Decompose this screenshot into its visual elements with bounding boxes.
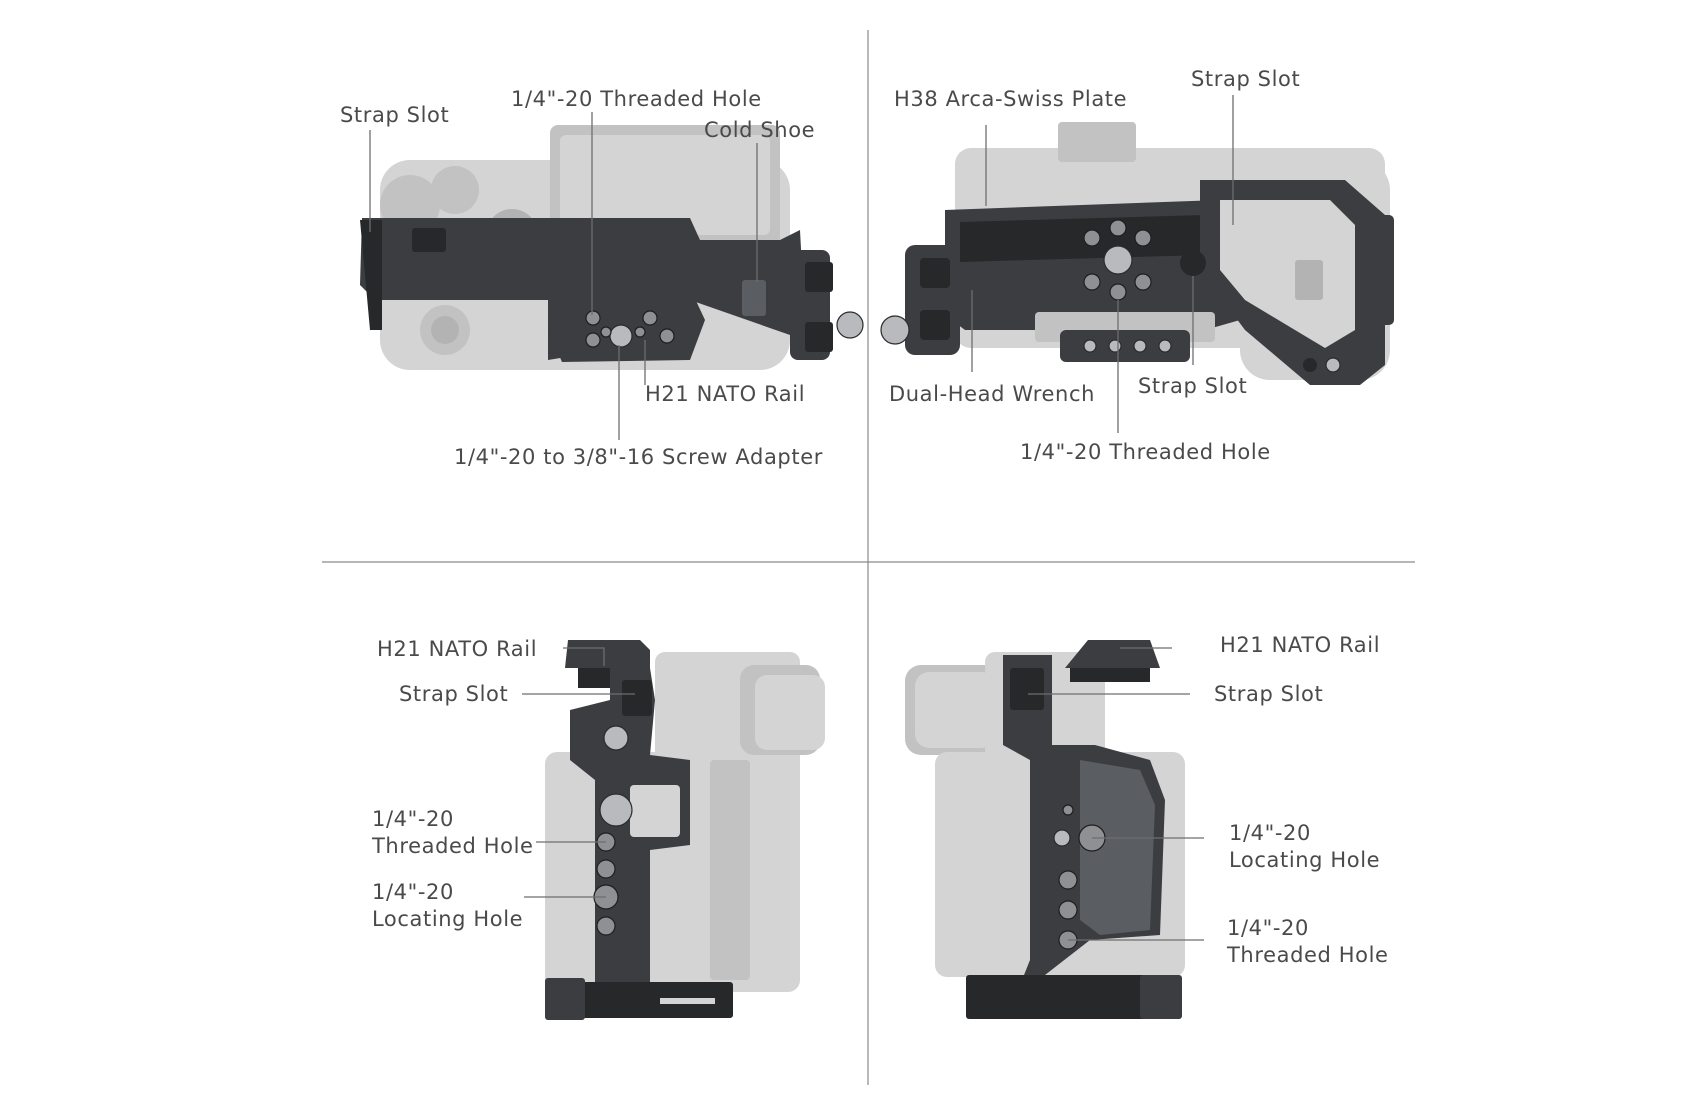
bl-threaded-hole-label-line1: 1/4"-20 xyxy=(372,807,454,831)
br-threaded-hole-label-line2: Threaded Hole xyxy=(1226,943,1389,967)
br-threaded-hole-label-line1: 1/4"-20 xyxy=(1227,916,1309,940)
bl-nato-rail-leader xyxy=(563,647,605,666)
left-side-view-illustration xyxy=(545,640,825,1020)
br-locating-hole-label-line2: Locating Hole xyxy=(1229,848,1380,872)
tr-arca-plate-label: H38 Arca-Swiss Plate xyxy=(894,87,1127,111)
bl-strap-slot-label: Strap Slot xyxy=(399,682,508,706)
right-side-view-illustration xyxy=(905,640,1185,1019)
br-nato-rail-label: H21 NATO Rail xyxy=(1220,633,1380,657)
tr-strap-slot-bottom-label: Strap Slot xyxy=(1138,374,1247,398)
bl-locating-hole-label-line2: Locating Hole xyxy=(372,907,523,931)
tl-nato-rail-label: H21 NATO Rail xyxy=(645,382,805,406)
bottom-view-illustration xyxy=(880,122,1394,385)
bl-locating-hole-label-line1: 1/4"-20 xyxy=(372,880,454,904)
tr-wrench-label: Dual-Head Wrench xyxy=(889,382,1095,406)
tl-screw-adapter-label: 1/4"-20 to 3/8"-16 Screw Adapter xyxy=(454,445,823,469)
tl-threaded-hole-label: 1/4"-20 Threaded Hole xyxy=(511,87,762,111)
top-view-illustration xyxy=(360,125,864,370)
br-locating-hole-label-line1: 1/4"-20 xyxy=(1229,821,1311,845)
br-strap-slot-label: Strap Slot xyxy=(1214,682,1323,706)
bl-threaded-hole-label-line2: Threaded Hole xyxy=(371,834,534,858)
tl-cold-shoe-label: Cold Shoe xyxy=(704,118,815,142)
bl-nato-rail-label: H21 NATO Rail xyxy=(377,637,537,661)
tr-strap-slot-top-label: Strap Slot xyxy=(1191,67,1300,91)
tl-strap-slot-label: Strap Slot xyxy=(340,103,449,127)
tr-threaded-hole-label: 1/4"-20 Threaded Hole xyxy=(1020,440,1271,464)
